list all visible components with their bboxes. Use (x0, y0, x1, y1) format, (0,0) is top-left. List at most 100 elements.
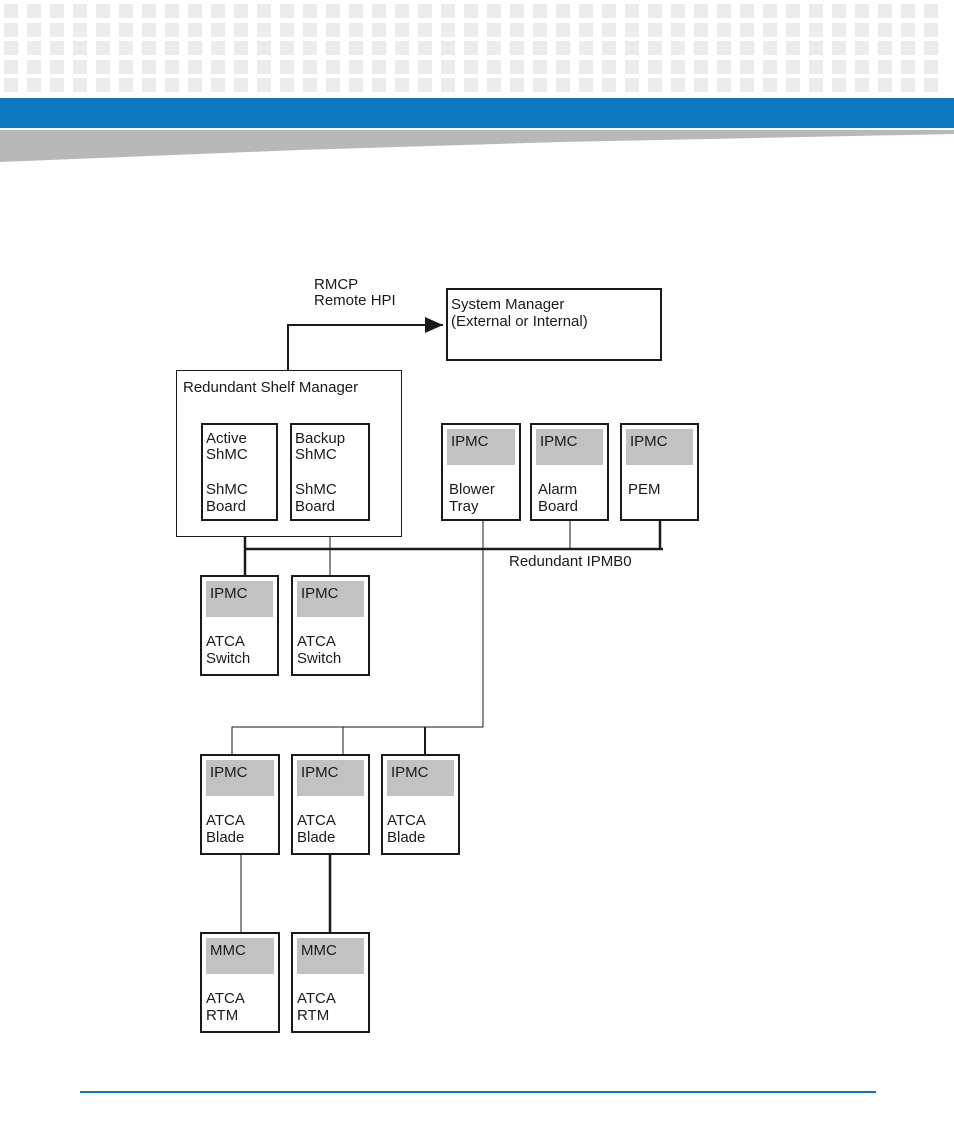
header-dot (556, 41, 570, 55)
header-dot (395, 41, 409, 55)
header-dot (786, 78, 800, 92)
controller-block: IPMC (447, 429, 515, 465)
header-dot (832, 59, 846, 74)
header-dot (855, 4, 869, 18)
header-dot (487, 59, 501, 74)
header-dot (924, 59, 938, 74)
header-dot (648, 78, 662, 92)
unit-line1: ATCA (297, 990, 336, 1007)
unit-line1: Alarm (538, 481, 578, 498)
header-dot (280, 4, 294, 18)
backup-shmc-line3: ShMC (295, 481, 337, 498)
unit-line2: Board (538, 498, 579, 515)
header-dot (579, 22, 593, 37)
header-dot (901, 78, 915, 92)
header-dot (832, 22, 846, 37)
active-shmc-box: Active ShMC ShMC Board (201, 423, 278, 521)
header-dot (579, 78, 593, 92)
header-dot (4, 78, 18, 92)
header-dot (648, 59, 662, 74)
header-dot (878, 22, 892, 37)
header-dot (50, 41, 64, 55)
header-dot (878, 78, 892, 92)
header-dot (717, 41, 731, 55)
header-dot (832, 41, 846, 55)
active-shmc-line1: Active (206, 430, 247, 447)
header-dot (96, 59, 110, 74)
header-dot (625, 4, 639, 18)
header-dot (395, 78, 409, 92)
header-dot (418, 78, 432, 92)
header-dot (257, 22, 271, 37)
header-dot (349, 41, 363, 55)
header-dot (648, 4, 662, 18)
header-dot (717, 78, 731, 92)
header-dot (533, 22, 547, 37)
header-dot (878, 4, 892, 18)
atca-rtm-box: MMC ATCA RTM (200, 932, 280, 1033)
system-manager-line1: System Manager (451, 296, 565, 313)
header-dot (142, 22, 156, 37)
header-dot (303, 78, 317, 92)
controller-label: IPMC (630, 433, 668, 450)
header-dot (786, 59, 800, 74)
header-dot (27, 22, 41, 37)
header-dot (464, 4, 478, 18)
header-dot (257, 4, 271, 18)
header-dot (740, 4, 754, 18)
header-dot (717, 59, 731, 74)
header-dot (234, 78, 248, 92)
header-dot (855, 59, 869, 74)
page-header (0, 0, 954, 162)
unit-line2: Blade (206, 829, 245, 846)
controller-label: IPMC (540, 433, 578, 450)
header-dot (50, 59, 64, 74)
header-dot (4, 41, 18, 55)
header-dot (303, 4, 317, 18)
header-dot (326, 22, 340, 37)
controller-label: IPMC (301, 585, 339, 602)
controller-label: IPMC (391, 764, 429, 781)
blower-tray-box: IPMC Blower Tray (441, 423, 521, 521)
header-dot (579, 59, 593, 74)
header-dot (257, 59, 271, 74)
header-dot (441, 59, 455, 74)
header-dot (142, 4, 156, 18)
controller-label: IPMC (451, 433, 489, 450)
header-dot (763, 59, 777, 74)
header-dot (418, 59, 432, 74)
backup-shmc-line4: Board (295, 498, 336, 515)
header-dot (188, 41, 202, 55)
header-dot (602, 59, 616, 74)
header-dot (510, 4, 524, 18)
controller-block: MMC (297, 938, 364, 974)
header-dot (165, 4, 179, 18)
header-dot (188, 22, 202, 37)
header-dot (119, 78, 133, 92)
header-dot (809, 78, 823, 92)
atca-blade-box: IPMC ATCA Blade (291, 754, 370, 855)
header-dot (487, 4, 501, 18)
header-dot (326, 78, 340, 92)
header-dot (119, 4, 133, 18)
blade-bus-line (231, 520, 484, 755)
header-dot (579, 4, 593, 18)
header-dot (211, 41, 225, 55)
header-dot (602, 78, 616, 92)
header-dot (924, 78, 938, 92)
controller-label: MMC (301, 942, 337, 959)
header-dot (487, 41, 501, 55)
header-dot (464, 59, 478, 74)
header-dot (4, 4, 18, 18)
header-dot (234, 4, 248, 18)
header-dot (142, 41, 156, 55)
header-dot (211, 22, 225, 37)
header-dot (579, 41, 593, 55)
header-dot (648, 22, 662, 37)
header-dot (556, 22, 570, 37)
header-dot (96, 22, 110, 37)
header-dot (832, 4, 846, 18)
header-dot (303, 59, 317, 74)
header-dot (510, 78, 524, 92)
